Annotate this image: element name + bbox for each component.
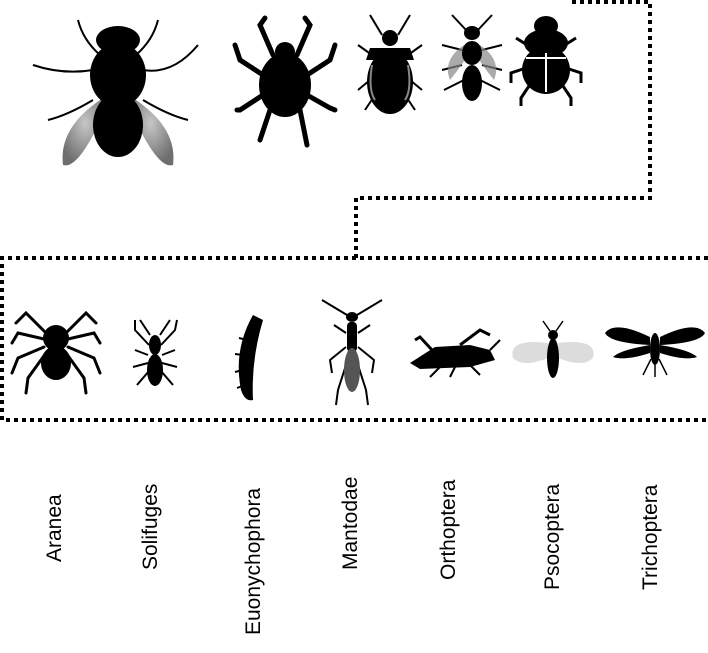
- fly-icon: [33, 20, 198, 165]
- spider-icon: [12, 313, 100, 393]
- beetle-icon: [511, 16, 581, 106]
- label-psocoptera: Psocoptera: [542, 484, 563, 590]
- label-aranea: Aranea: [44, 494, 65, 562]
- wasp-icon: [442, 15, 502, 101]
- top-group-bracket: [356, 2, 650, 258]
- caddisfly-icon: [605, 327, 705, 377]
- label-orthoptera: Orthoptera: [438, 480, 459, 580]
- grasshopper-icon: [410, 330, 500, 377]
- velvet-worm-icon: [235, 315, 263, 400]
- solifuge-icon: [133, 320, 177, 386]
- mantis-icon: [322, 300, 382, 405]
- label-trichoptera: Trichoptera: [640, 485, 661, 590]
- label-mantodae: Mantodae: [340, 477, 361, 570]
- booklouse-icon: [512, 321, 593, 378]
- label-solifuges: Solifuges: [140, 484, 161, 570]
- mite-icon: [235, 18, 335, 145]
- label-euonychophora: Euonychophora: [243, 488, 264, 635]
- bug-icon: [358, 15, 422, 114]
